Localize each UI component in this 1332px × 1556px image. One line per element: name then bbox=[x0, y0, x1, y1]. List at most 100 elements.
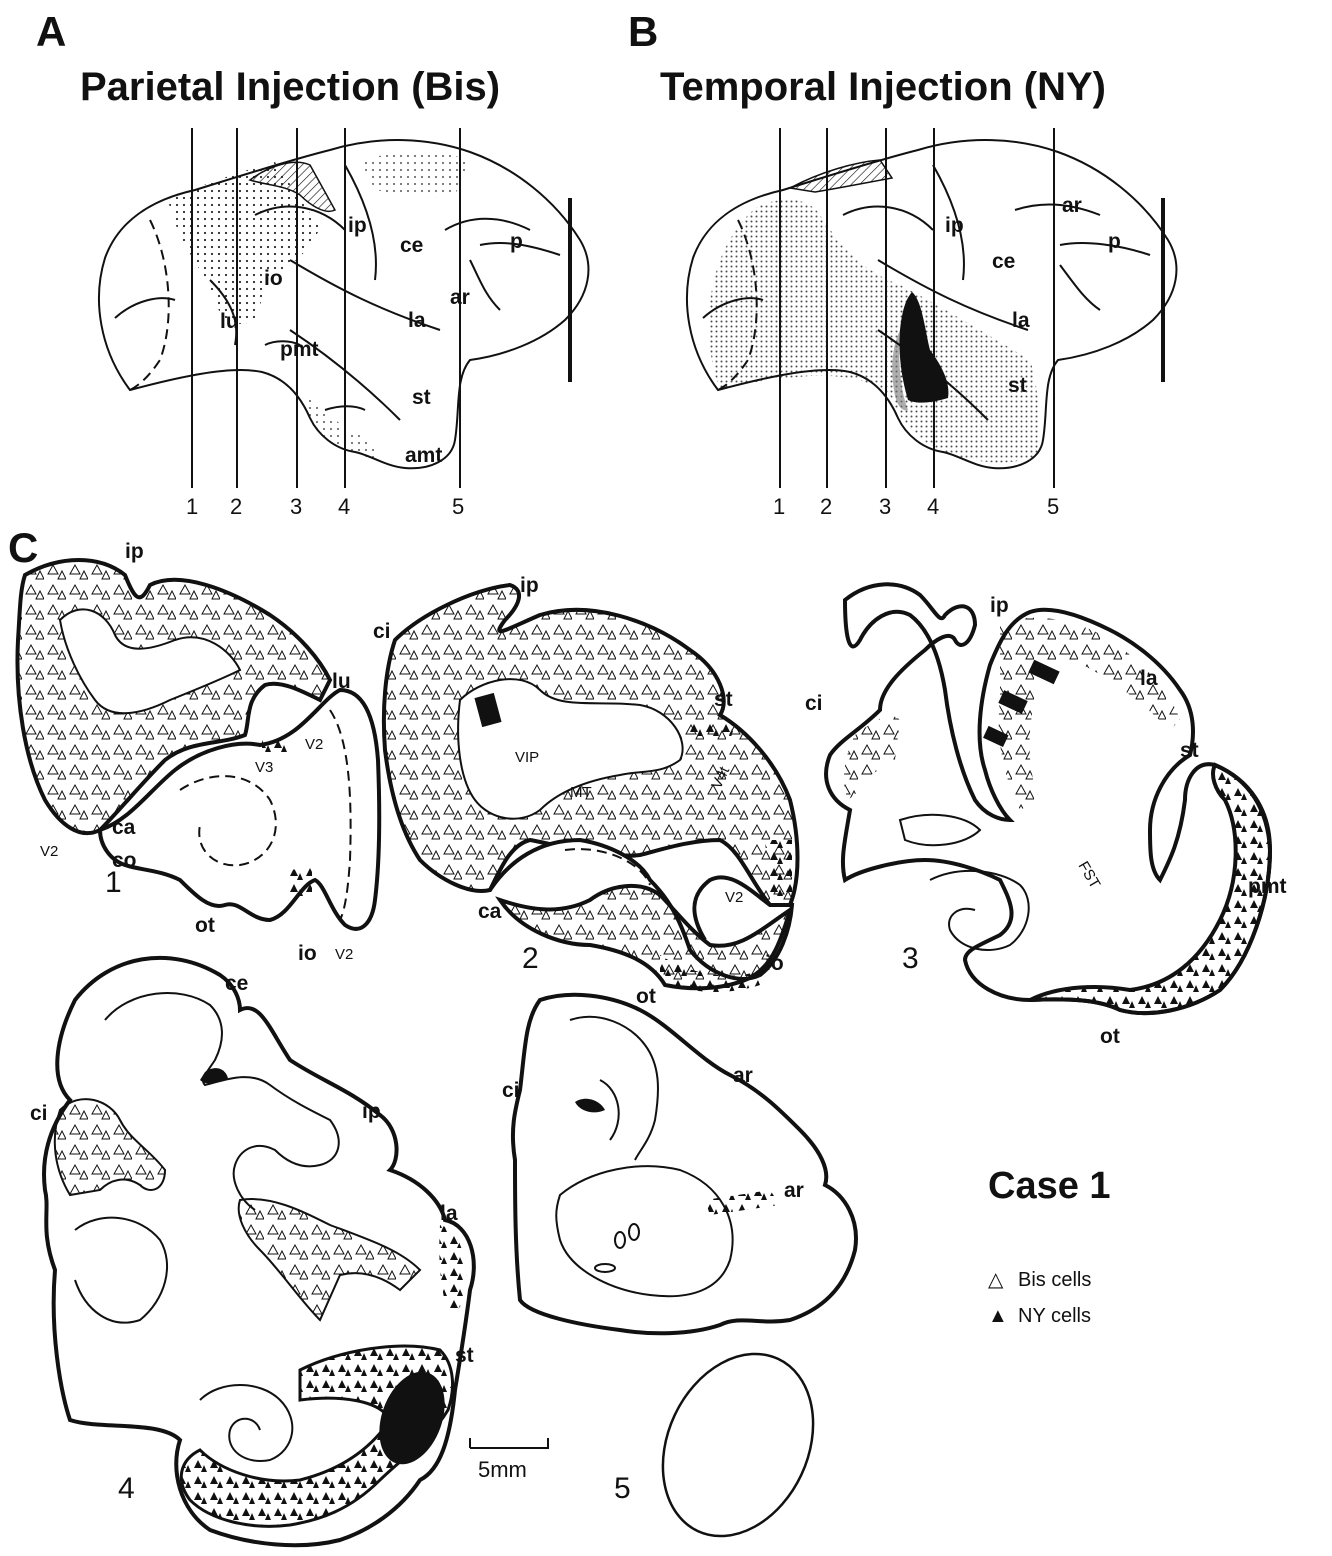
section-5-subcortical bbox=[556, 1166, 732, 1296]
section-1-number: 1 bbox=[105, 866, 122, 899]
section-5-nucleus-2 bbox=[629, 1224, 639, 1240]
section-3-ny-band bbox=[1030, 765, 1270, 1013]
brain-outline-a bbox=[99, 140, 588, 468]
section-5-label-ci: ci bbox=[502, 1079, 520, 1102]
section-number-b-5: 5 bbox=[1047, 494, 1059, 519]
label-amt-a: amt bbox=[405, 444, 442, 467]
section-4-label-ce: ce bbox=[225, 972, 248, 995]
section-1-label-io: io bbox=[298, 942, 317, 965]
section-4 bbox=[44, 958, 474, 1545]
section-1 bbox=[17, 560, 379, 929]
section-3-label-fst: FST bbox=[1075, 859, 1104, 892]
section-3-number: 3 bbox=[902, 942, 919, 975]
section-4-label-st: st bbox=[455, 1344, 474, 1367]
section-3-label-ot: ot bbox=[1100, 1025, 1120, 1048]
label-ip-b: ip bbox=[945, 214, 964, 237]
sulcus-occipital-a bbox=[115, 298, 175, 318]
hatch-region-b bbox=[790, 160, 892, 192]
section-4-label-la: la bbox=[440, 1202, 458, 1225]
section-1-label-ca: ca bbox=[112, 816, 136, 839]
section-2-label-ci: ci bbox=[373, 620, 391, 643]
section-number-a-5: 5 bbox=[452, 494, 464, 519]
section-2-label-io: io bbox=[765, 952, 784, 975]
panel-a-title: Parietal Injection (Bis) bbox=[80, 65, 500, 109]
section-number-a-4: 4 bbox=[338, 494, 350, 519]
legend-bis-label: Bis cells bbox=[1018, 1269, 1091, 1291]
panel-b-letter: B bbox=[628, 8, 658, 55]
section-2-number: 2 bbox=[522, 942, 539, 975]
label-st-a: st bbox=[412, 386, 431, 409]
section-number-a-2: 2 bbox=[230, 494, 242, 519]
section-2-label-mt: MT bbox=[570, 784, 592, 801]
sulcus-ar-b bbox=[1015, 205, 1100, 310]
stipple-region-a2 bbox=[360, 153, 470, 198]
section-1-label-v2-lower: V2 bbox=[335, 946, 353, 963]
section-3-label-st: st bbox=[1180, 739, 1199, 762]
section-1-label-ip: ip bbox=[125, 540, 144, 563]
section-3-label-ip: ip bbox=[990, 594, 1009, 617]
section-2-label-st: st bbox=[714, 688, 733, 711]
section-1-label-v3: V3 bbox=[255, 759, 273, 776]
panel-a-letter: A bbox=[36, 8, 66, 55]
section-3-label-pmt: pmt bbox=[1248, 875, 1287, 898]
label-lu-a: lu bbox=[220, 310, 239, 333]
section-4-hippocampus bbox=[200, 1385, 292, 1461]
section-4-right-ny bbox=[439, 1225, 466, 1320]
sulcus-p-b bbox=[1060, 243, 1150, 255]
scale-bar: 5mm bbox=[470, 1438, 548, 1482]
label-ce-a: ce bbox=[400, 234, 423, 257]
label-la-b: la bbox=[1012, 309, 1030, 332]
label-p-b: p bbox=[1108, 230, 1121, 253]
section-number-b-3: 3 bbox=[879, 494, 891, 519]
legend-ny-label: NY cells bbox=[1018, 1305, 1091, 1327]
section-3 bbox=[826, 584, 1270, 1013]
section-5-nucleus-3 bbox=[595, 1264, 615, 1272]
section-number-b-4: 4 bbox=[927, 494, 939, 519]
section-5-outline bbox=[513, 995, 856, 1333]
label-ce-b: ce bbox=[992, 250, 1015, 273]
label-io-a: io bbox=[264, 267, 283, 290]
label-ar-b: ar bbox=[1062, 194, 1082, 217]
stipple-region-b bbox=[709, 200, 1039, 463]
section-5-label-ar-lower: ar bbox=[784, 1179, 804, 1202]
section-4-label-ip: ip bbox=[362, 1100, 381, 1123]
label-ip-a: ip bbox=[348, 214, 367, 237]
panel-c-letter: C bbox=[8, 524, 38, 571]
section-5-gyrus bbox=[570, 1017, 658, 1160]
section-5-nucleus-1 bbox=[615, 1232, 625, 1248]
section-2-label-v2: V2 bbox=[725, 889, 743, 906]
section-4-label-ci: ci bbox=[30, 1102, 48, 1125]
section-5-label-ar-upper: ar bbox=[733, 1064, 753, 1087]
section-4-left-bis bbox=[55, 1099, 165, 1195]
label-st-b: st bbox=[1008, 374, 1027, 397]
legend: △ Bis cells ▲ NY cells bbox=[988, 1269, 1091, 1327]
section-5-number: 5 bbox=[614, 1472, 631, 1505]
section-5 bbox=[513, 995, 856, 1556]
section-2-label-ot: ot bbox=[636, 985, 656, 1008]
section-5-temporal-pole bbox=[634, 1329, 841, 1556]
scale-bar-label: 5mm bbox=[478, 1457, 527, 1482]
section-1-label-ot: ot bbox=[195, 914, 215, 937]
sulcus-ip-b bbox=[843, 207, 933, 230]
case-label: Case 1 bbox=[988, 1165, 1111, 1207]
section-number-a-1: 1 bbox=[186, 494, 198, 519]
section-4-ce-tip bbox=[200, 1068, 228, 1083]
section-3-bis-cells bbox=[844, 618, 1180, 810]
legend-ny-symbol: ▲ bbox=[988, 1305, 1008, 1327]
section-2-label-ip: ip bbox=[520, 574, 539, 597]
section-4-mid-bis bbox=[239, 1199, 420, 1320]
section-1-label-v2-upper: V2 bbox=[305, 736, 323, 753]
section-number-b-1: 1 bbox=[773, 494, 785, 519]
section-4-number: 4 bbox=[118, 1472, 135, 1505]
label-p-a: p bbox=[510, 230, 523, 253]
panel-b-title: Temporal Injection (NY) bbox=[660, 65, 1106, 109]
section-3-label-ci: ci bbox=[805, 692, 823, 715]
label-ar-a: ar bbox=[450, 286, 470, 309]
section-number-b-2: 2 bbox=[820, 494, 832, 519]
section-5-ci-tip bbox=[575, 1099, 605, 1113]
section-number-a-3: 3 bbox=[290, 494, 302, 519]
label-la-a: la bbox=[408, 309, 426, 332]
panel-b: B Temporal Injection (NY) ar ip p ce la … bbox=[570, 8, 1176, 519]
section-1-label-lu: lu bbox=[332, 670, 351, 693]
label-pmt-a: pmt bbox=[280, 338, 319, 361]
